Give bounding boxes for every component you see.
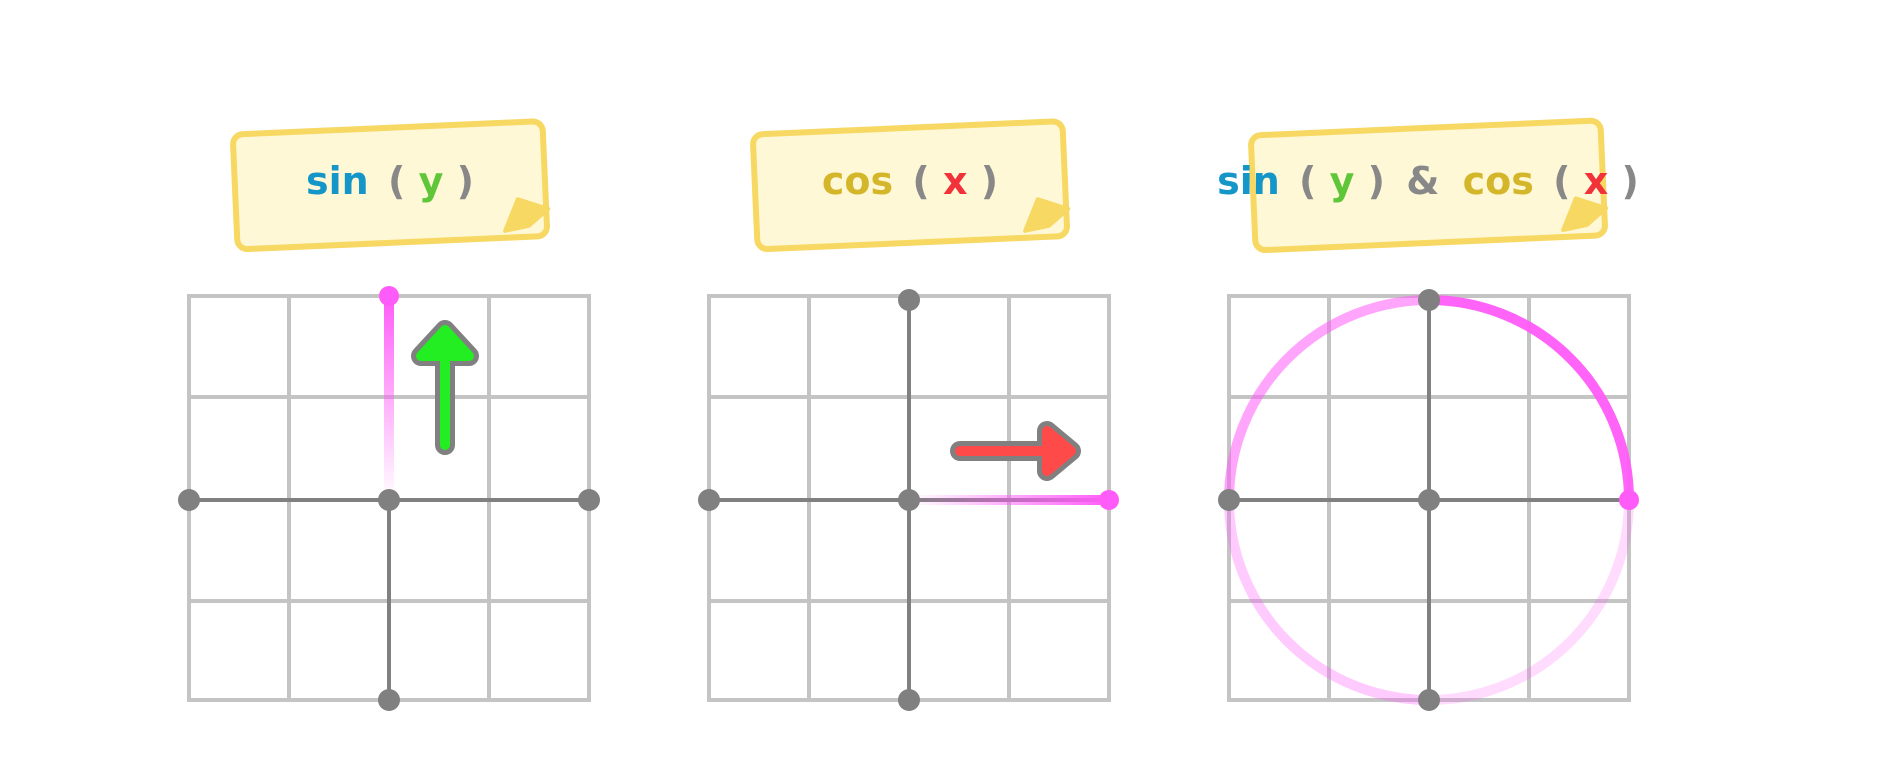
circle-point bbox=[1619, 490, 1639, 510]
unit-circle-trace bbox=[1224, 295, 1634, 705]
var-x: x bbox=[1584, 159, 1609, 203]
sticky-note bbox=[750, 118, 1071, 253]
open-paren: ( bbox=[388, 159, 405, 203]
sin-point bbox=[379, 286, 399, 306]
sin-trace bbox=[384, 296, 394, 500]
panel-sin-y-graphic: sin ( y ) bbox=[178, 118, 600, 711]
close-paren: ) bbox=[1368, 159, 1385, 203]
axis-points bbox=[1218, 289, 1440, 711]
label-sin-cos: sin ( y ) & cos ( x ) bbox=[1217, 159, 1639, 203]
panel-sin-cos-graphic: sin ( y ) & cos ( x ) bbox=[1217, 117, 1639, 711]
panel-cos-x-graphic: cos ( x ) bbox=[698, 118, 1119, 711]
var-y: y bbox=[419, 159, 444, 203]
fn-sin: sin bbox=[306, 159, 369, 203]
fn-cos: cos bbox=[822, 159, 893, 203]
axis-points bbox=[698, 289, 920, 711]
close-paren: ) bbox=[981, 159, 998, 203]
var-x: x bbox=[943, 159, 968, 203]
fn-sin: sin bbox=[1217, 159, 1280, 203]
close-paren: ) bbox=[457, 159, 474, 203]
cos-trace bbox=[909, 495, 1109, 505]
fn-cos: cos bbox=[1463, 159, 1534, 203]
ampersand: & bbox=[1406, 159, 1439, 203]
panel-sin-y: sin ( y ) bbox=[155, 0, 655, 776]
panel-cos-x: cos ( x ) bbox=[675, 0, 1175, 776]
cos-point bbox=[1099, 490, 1119, 510]
axis-points bbox=[178, 489, 600, 711]
panel-sin-cos: sin ( y ) & cos ( x ) bbox=[1195, 0, 1695, 776]
sticky-note bbox=[1248, 117, 1609, 254]
up-arrow-icon bbox=[411, 320, 479, 455]
open-paren: ( bbox=[1299, 159, 1316, 203]
label-sin-y: sin ( y ) bbox=[306, 159, 474, 203]
open-paren: ( bbox=[1553, 159, 1570, 203]
var-y: y bbox=[1330, 159, 1355, 203]
close-paren: ) bbox=[1622, 159, 1639, 203]
right-arrow-icon bbox=[950, 421, 1081, 481]
label-cos-x: cos ( x ) bbox=[822, 159, 998, 203]
sticky-note bbox=[230, 118, 551, 253]
open-paren: ( bbox=[912, 159, 929, 203]
